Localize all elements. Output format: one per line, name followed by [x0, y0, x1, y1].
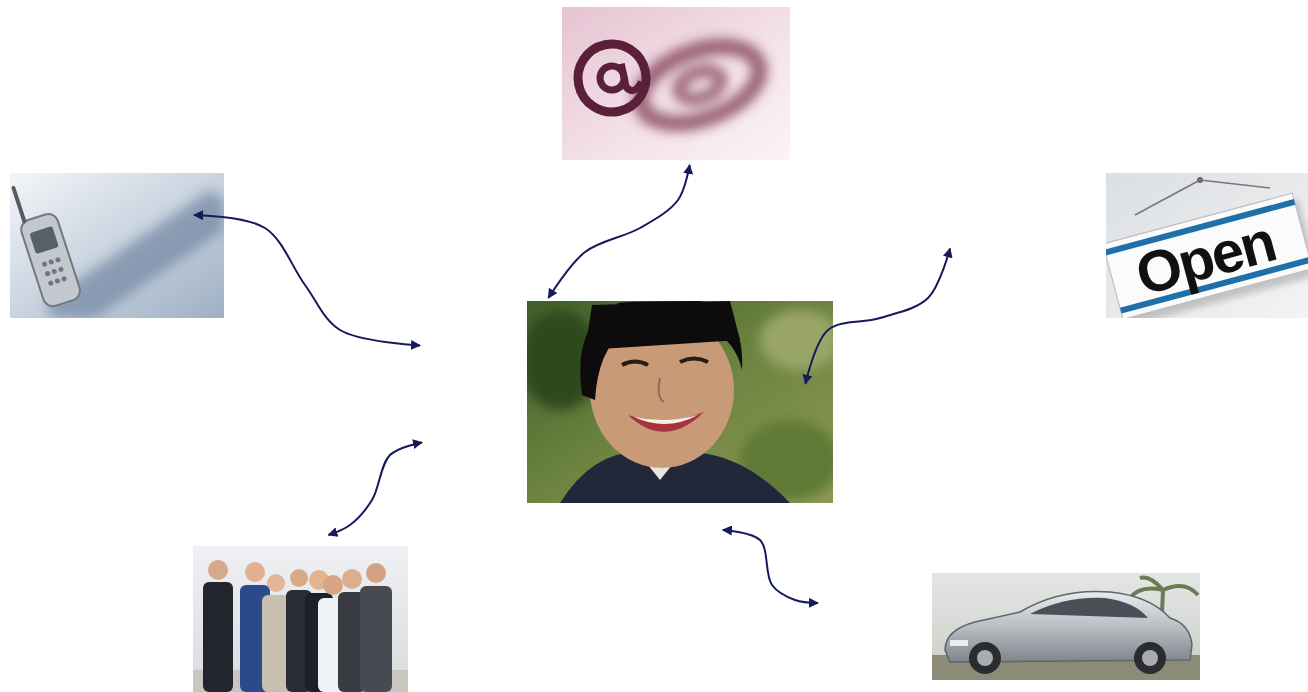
open-sign-photo — [1106, 173, 1308, 318]
double-arrow-connector — [723, 530, 818, 603]
at-sign-photo — [562, 7, 790, 160]
mobile-phone-photo — [10, 173, 224, 318]
woman-portrait-photo — [527, 301, 833, 503]
photo-node — [193, 546, 408, 692]
photo-node — [562, 7, 790, 160]
photo-node — [10, 173, 224, 318]
business-team-photo — [193, 546, 408, 692]
double-arrow-connector — [328, 442, 422, 535]
silver-car-photo — [932, 573, 1200, 680]
photo-node — [932, 573, 1200, 680]
double-arrow-connector — [805, 248, 950, 383]
double-arrow-connector — [194, 215, 420, 345]
photo-node — [527, 301, 833, 503]
double-arrow-connector — [548, 165, 689, 298]
